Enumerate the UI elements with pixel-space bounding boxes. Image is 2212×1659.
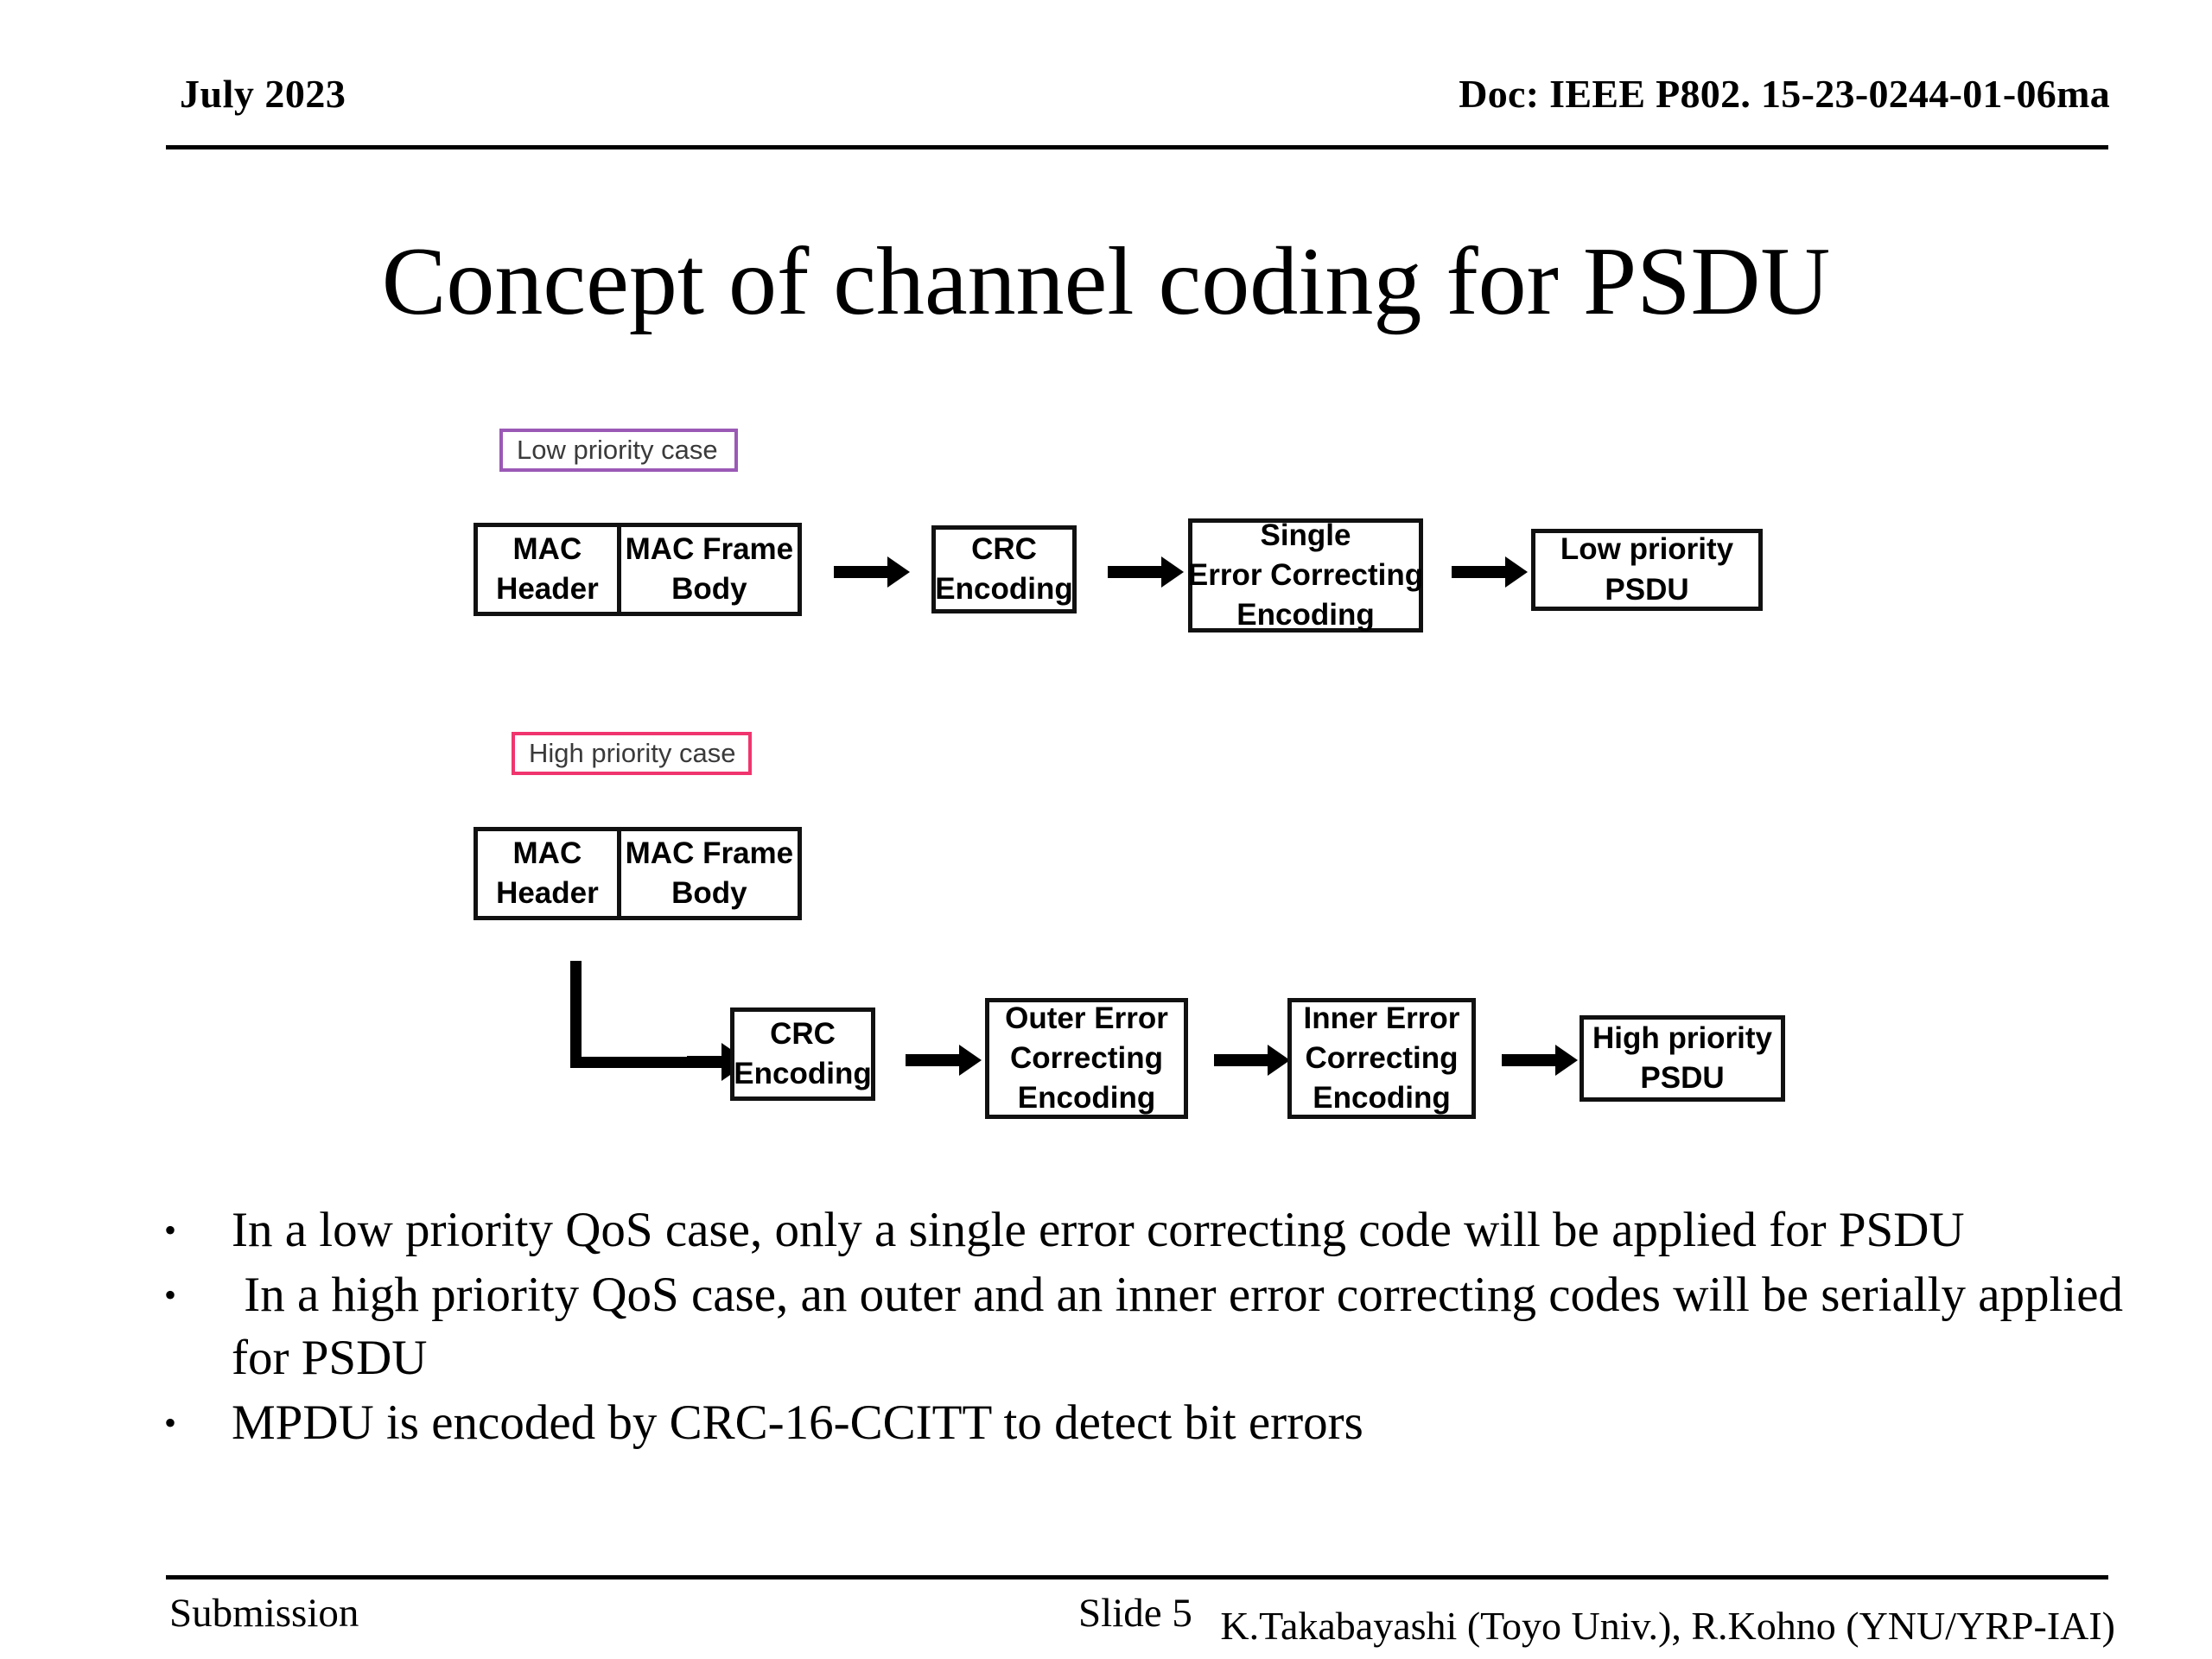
- high-priority-elbow-horizontal: [570, 1057, 696, 1068]
- high-priority-arrow-2: [1214, 1045, 1290, 1076]
- header-divider: [166, 145, 2108, 149]
- inner-ecc-line1: Inner Error: [1303, 1001, 1460, 1035]
- bullet-marker: •: [164, 1402, 177, 1442]
- mac-body-line2: Body: [671, 572, 747, 606]
- low-priority-single-ecc-box: Single Error Correcting Encoding: [1188, 518, 1423, 632]
- single-ecc-line2: Error Correcting: [1187, 557, 1424, 592]
- inner-ecc-line3: Encoding: [1313, 1081, 1451, 1116]
- inner-ecc-line2: Correcting: [1305, 1040, 1459, 1075]
- high-priority-arrow-1: [906, 1045, 982, 1076]
- low-priority-psdu-line1: Low priority: [1560, 532, 1734, 567]
- header-date: July 2023: [180, 72, 346, 116]
- crc-encoding-line2: Encoding: [935, 572, 1073, 606]
- high-priority-psdu-line2: PSDU: [1640, 1061, 1725, 1095]
- bullet-text: MPDU is encoded by CRC-16-CCITT to detec…: [232, 1395, 1363, 1450]
- high-priority-arrow-3: [1502, 1045, 1578, 1076]
- high-priority-psdu-box: High priority PSDU: [1580, 1015, 1785, 1102]
- high-priority-psdu-line1: High priority: [1592, 1020, 1773, 1055]
- mac-body-line1: MAC Frame: [625, 531, 794, 566]
- mac-body-line2: Body: [671, 876, 747, 910]
- high-priority-case-tag: High priority case: [512, 732, 752, 775]
- bullet-marker: •: [164, 1211, 177, 1249]
- crc-encoding-line1: CRC: [770, 1016, 836, 1051]
- low-priority-arrow-2: [1108, 556, 1184, 588]
- low-priority-case-tag: Low priority case: [499, 429, 738, 472]
- low-priority-mac-body-cell: MAC Frame Body: [616, 527, 798, 612]
- high-priority-inner-ecc-box: Inner Error Correcting Encoding: [1287, 998, 1476, 1119]
- footer-slide-number: Slide 5: [1078, 1591, 1192, 1636]
- mac-body-line1: MAC Frame: [625, 836, 794, 870]
- list-item: • MPDU is encoded by CRC-16-CCITT to det…: [164, 1392, 2143, 1455]
- footer-submission: Submission: [169, 1591, 359, 1636]
- bullet-text: In a low priority QoS case, only a singl…: [232, 1203, 1965, 1257]
- high-priority-elbow-vertical: [570, 961, 582, 1068]
- footer-authors: K.Takabayashi (Toyo Univ.), R.Kohno (YNU…: [1220, 1604, 2115, 1648]
- list-item: • In a high priority QoS case, an outer …: [164, 1264, 2143, 1390]
- crc-encoding-line2: Encoding: [734, 1057, 872, 1090]
- low-priority-arrow-3: [1452, 556, 1528, 588]
- low-priority-crc-encoding-box: CRC Encoding: [931, 525, 1077, 613]
- high-priority-mac-frame: MAC Header MAC Frame Body: [474, 827, 802, 920]
- outer-ecc-line3: Encoding: [1017, 1081, 1156, 1116]
- low-priority-mac-header-cell: MAC Header: [478, 527, 617, 612]
- single-ecc-line1: Single: [1260, 518, 1351, 552]
- high-priority-crc-encoding-box: CRC Encoding: [730, 1007, 875, 1101]
- mac-header-line1: MAC: [512, 531, 582, 566]
- crc-encoding-line1: CRC: [971, 531, 1037, 566]
- high-priority-mac-body-cell: MAC Frame Body: [616, 831, 798, 916]
- mac-header-line1: MAC: [512, 836, 582, 870]
- header-document-number: Doc: IEEE P802. 15-23-0244-01-06ma: [1459, 72, 2110, 116]
- bullet-text: In a high priority QoS case, an outer an…: [232, 1267, 2136, 1385]
- low-priority-psdu-box: Low priority PSDU: [1531, 529, 1763, 611]
- low-priority-arrow-1: [834, 556, 910, 588]
- mac-header-line2: Header: [496, 876, 599, 910]
- low-priority-psdu-line2: PSDU: [1605, 572, 1689, 607]
- mac-header-line2: Header: [496, 572, 599, 606]
- high-priority-mac-header-cell: MAC Header: [478, 831, 617, 916]
- bullet-marker: •: [164, 1274, 177, 1314]
- footer-divider: [166, 1575, 2108, 1580]
- outer-ecc-line1: Outer Error: [1005, 1001, 1168, 1035]
- outer-ecc-line2: Correcting: [1010, 1040, 1163, 1075]
- high-priority-outer-ecc-box: Outer Error Correcting Encoding: [985, 998, 1188, 1119]
- list-item: • In a low priority QoS case, only a sin…: [164, 1199, 2143, 1262]
- page-title: Concept of channel coding for PSDU: [381, 228, 1831, 335]
- bullet-list: • In a low priority QoS case, only a sin…: [164, 1199, 2143, 1457]
- low-priority-mac-frame: MAC Header MAC Frame Body: [474, 523, 802, 616]
- single-ecc-line3: Encoding: [1236, 598, 1375, 632]
